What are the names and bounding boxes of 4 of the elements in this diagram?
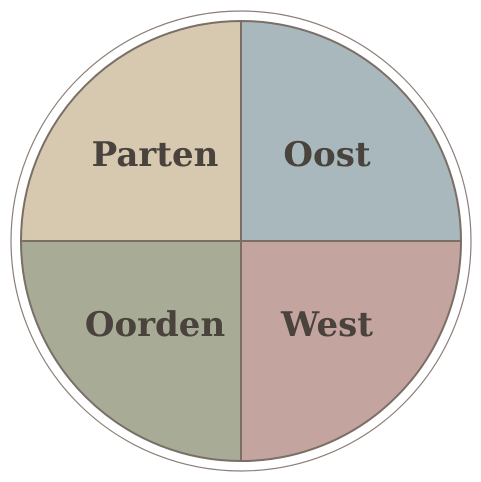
segment-label: West — [281, 305, 373, 345]
segment-label: Parten — [92, 135, 218, 175]
segment-label: Oorden — [84, 305, 226, 345]
segment-label: Oost — [283, 135, 371, 175]
